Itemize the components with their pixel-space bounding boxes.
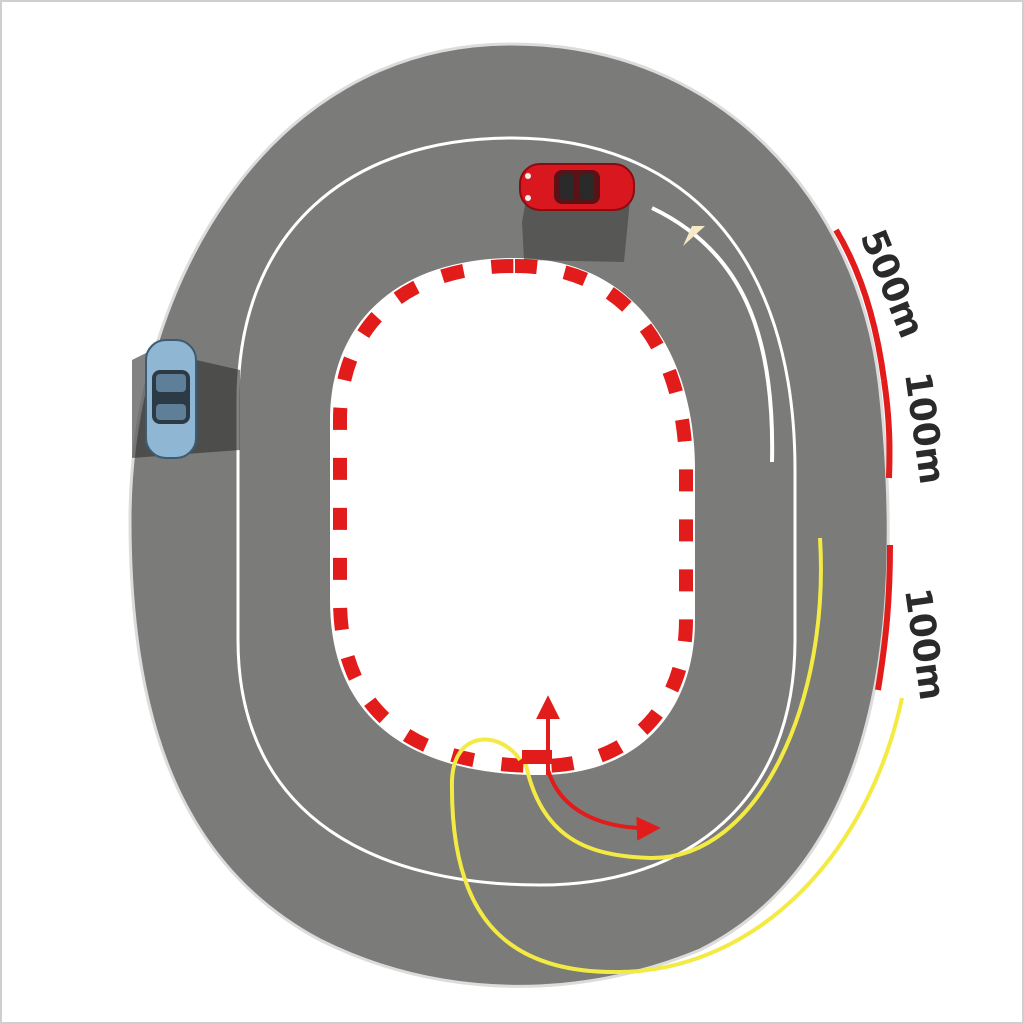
distance-label-100m-second: 100m (896, 586, 952, 703)
car-top-view-icon (145, 339, 197, 459)
red-car (519, 163, 635, 262)
track-infield (330, 258, 695, 775)
yellow-path-outer (449, 697, 904, 975)
distance-bar-100-a (881, 379, 893, 479)
distance-bar-100-b (875, 544, 893, 691)
blue-car (132, 339, 240, 459)
car-top-view-icon (519, 163, 635, 211)
yellow-path-inner (523, 537, 823, 861)
red-start-mark (522, 750, 552, 764)
white-path-line (651, 206, 775, 463)
lane-line (236, 136, 797, 887)
red-car-shadow (522, 200, 630, 262)
red-arrow-curve (546, 769, 661, 841)
infield-curb (333, 258, 693, 774)
white-path-arrowhead (683, 226, 705, 246)
distance-label-100m-first: 100m (896, 370, 952, 487)
distance-bar-500 (833, 228, 887, 381)
